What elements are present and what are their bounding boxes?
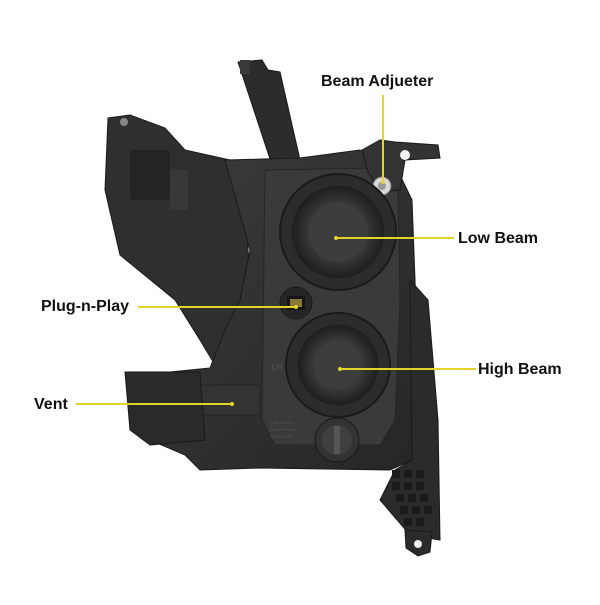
callout-high-beam: High Beam (478, 361, 562, 378)
callout-vent: Vent (34, 396, 68, 413)
high-beam-projector (285, 312, 391, 418)
side-mark: LH (272, 363, 282, 372)
svg-text:▪▪▪▪▪▪▪▪: ▪▪▪▪▪▪▪▪ (270, 420, 294, 426)
plug-connector (279, 286, 313, 320)
top-mount-bracket (237, 59, 301, 166)
callout-low-beam: Low Beam (458, 230, 539, 247)
low-beam-projector (279, 173, 397, 291)
svg-text:▪▪▪▪▪▪▪▪▪: ▪▪▪▪▪▪▪▪▪ (270, 427, 297, 433)
svg-text:▪▪▪▪▪▪▪: ▪▪▪▪▪▪▪ (270, 434, 291, 440)
callout-leaders (76, 95, 476, 405)
left-housing-panel (104, 114, 251, 366)
callout-beam-adjuster: Beam Adjueter (321, 73, 434, 90)
callout-plug-n-play: Plug-n-Play (41, 298, 130, 315)
bulb-cap (314, 417, 360, 463)
